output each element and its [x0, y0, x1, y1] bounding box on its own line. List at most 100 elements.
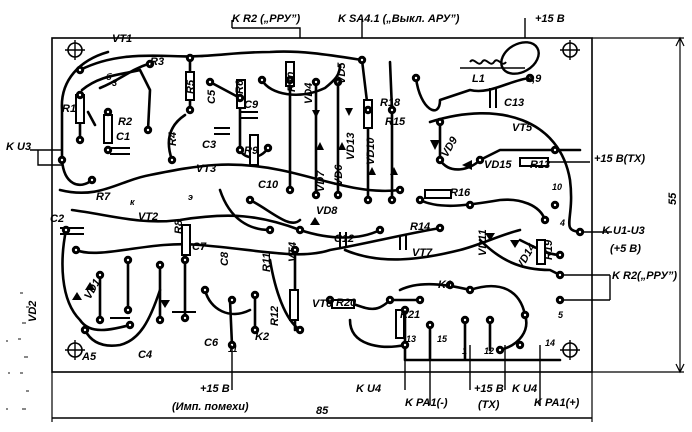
pad-hole — [366, 108, 370, 112]
component-label-vd9: VD9 — [439, 134, 461, 159]
pad-hole — [78, 68, 82, 72]
pad-hole — [288, 188, 292, 192]
pad-hole — [60, 158, 64, 162]
component-label-vd13: VD13 — [345, 132, 357, 160]
mounting-holes — [65, 40, 580, 360]
pad-hole — [170, 158, 174, 162]
component-label-r18: R18 — [380, 97, 401, 109]
pad-hole — [288, 78, 292, 82]
pad-hole — [158, 263, 162, 267]
pin-number: 10 — [552, 182, 562, 192]
pad-hole — [90, 178, 94, 182]
pin-number: 15 — [437, 334, 448, 344]
mounting-hole-icon — [65, 340, 85, 360]
pad-hole — [463, 318, 467, 322]
pad-hole — [208, 80, 212, 84]
pad-hole — [146, 128, 150, 132]
pad-hole — [336, 193, 340, 197]
pin-number: 12 — [484, 346, 494, 356]
label-top-kr2: K R2 („РРУ”) — [232, 13, 300, 25]
label-bot-tx: (ТХ) — [478, 399, 500, 411]
pad-hole — [478, 158, 482, 162]
pad-hole — [438, 158, 442, 162]
component-label-c7: C7 — [192, 241, 207, 253]
component-label-r16: R16 — [450, 187, 471, 199]
pad-hole — [418, 198, 422, 202]
component-bodies — [60, 41, 549, 339]
component-label-r14: R14 — [410, 221, 430, 233]
component-label-c9: C9 — [244, 99, 259, 111]
component-label-r19: R19 — [543, 239, 555, 260]
component-label-r1: R1 — [62, 103, 76, 115]
component-label-r15: R15 — [385, 116, 406, 128]
pad-hole — [266, 146, 270, 150]
height-dimension: 55 — [667, 192, 679, 205]
component-label-c5: C5 — [206, 89, 218, 104]
label-top-15v: +15 В — [535, 13, 565, 25]
pad-hole — [553, 148, 557, 152]
component-label-vd7: VD7 — [315, 170, 327, 192]
pin-number: э — [188, 192, 193, 202]
pad-hole — [528, 76, 532, 80]
pad-hole — [183, 316, 187, 320]
component-label-vd4: VD4 — [303, 83, 315, 104]
pin-number: б — [106, 72, 112, 82]
component-label-k1: K1 — [438, 279, 452, 291]
label-bot-15v-tx: +15 В — [474, 383, 504, 395]
component-label-r4: R4 — [167, 132, 179, 146]
pin-number: 14 — [545, 338, 555, 348]
pad-hole — [398, 188, 402, 192]
pad-hole — [366, 198, 370, 202]
pad-hole — [298, 328, 302, 332]
component-label-vd11: VD11 — [477, 229, 489, 256]
component-label-l1-val: 3,9 — [526, 73, 542, 85]
component-label-c2: C2 — [50, 213, 64, 225]
pad-hole — [336, 80, 340, 84]
pad-hole — [188, 108, 192, 112]
component-label-r13: R13 — [530, 159, 550, 171]
label-bot-kpa1p: K PA1(+) — [534, 397, 580, 409]
component-label-c10: C10 — [258, 179, 279, 191]
component-label-c6: C6 — [204, 337, 219, 349]
pad-hole — [98, 318, 102, 322]
pad-hole — [64, 228, 68, 232]
pin-number: 13 — [406, 334, 416, 344]
component-label-r5: R5 — [185, 79, 197, 94]
pad-hole — [314, 80, 318, 84]
pad-hole — [83, 328, 87, 332]
pad-hole — [390, 108, 394, 112]
pad-hole — [253, 293, 257, 297]
pad-hole — [518, 343, 522, 347]
pad-hole — [126, 308, 130, 312]
pin-number: 5 — [558, 310, 564, 320]
pad-hole — [203, 288, 207, 292]
pad-hole — [106, 110, 110, 114]
component-label-r9: R9 — [244, 145, 259, 157]
board-outline — [51, 36, 685, 422]
component-label-r7: R7 — [96, 191, 111, 203]
scan-marks — [6, 292, 29, 410]
label-bot-ku4a: K U4 — [356, 383, 381, 395]
component-label-c12: C12 — [334, 233, 354, 245]
component-label-vd2: VD2 — [27, 301, 39, 322]
pad-hole — [253, 328, 257, 332]
pad-hole — [498, 348, 502, 352]
pad-hole — [328, 298, 332, 302]
pad-hole — [78, 138, 82, 142]
pad-hole — [438, 120, 442, 124]
pad-hole — [78, 93, 82, 97]
pin-number: 11 — [228, 344, 237, 354]
pad-hole — [403, 308, 407, 312]
pad-hole — [378, 228, 382, 232]
component-label-vt2: VT2 — [138, 211, 158, 223]
component-label-r20: R20 — [336, 297, 357, 309]
pad-hole — [488, 318, 492, 322]
pad-hole — [523, 313, 527, 317]
pad-hole — [388, 298, 392, 302]
pad-hole — [418, 298, 422, 302]
board-designator: A5 — [81, 351, 97, 363]
component-label-vd14: VD14 — [514, 242, 538, 272]
solder-pads — [57, 53, 585, 355]
component-label-vd5: VD5 — [336, 62, 348, 84]
